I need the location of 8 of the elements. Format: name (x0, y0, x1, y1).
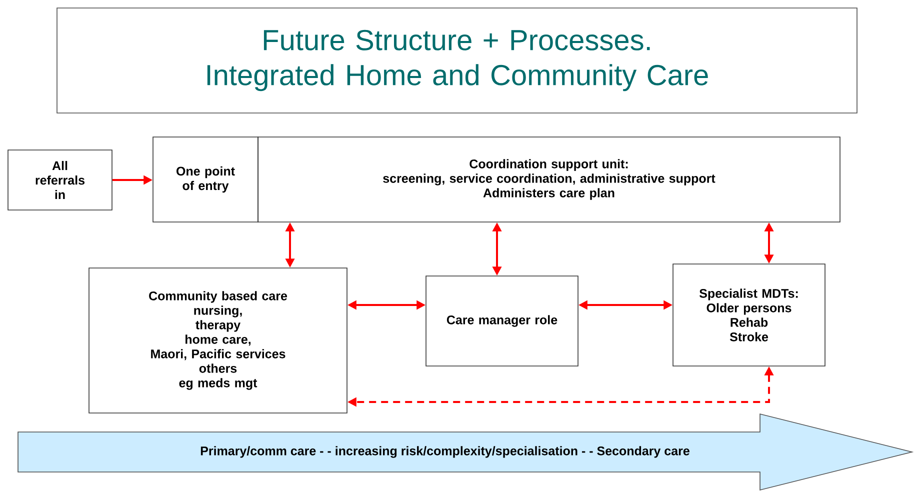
process-box: Community based care nursing, therapy home care, Maori, Pacific services others eg meds mgt (88, 268, 348, 414)
process-box: One point of entry (152, 136, 258, 222)
process-box: Care manager role (426, 276, 578, 366)
process-box: Specialist MDTs: Older persons Rehab Stroke (672, 264, 826, 366)
band-label: Primary/comm care - - increasing risk/complexity/specialisation - - Secondary care (200, 446, 690, 458)
process-box: All referrals in (8, 150, 112, 210)
title-box: Future Structure + Processes. Integrated Home and Community Care (56, 8, 858, 114)
process-box: Coordination support unit: screening, service coordination, administrative support Administers care plan (258, 136, 840, 222)
